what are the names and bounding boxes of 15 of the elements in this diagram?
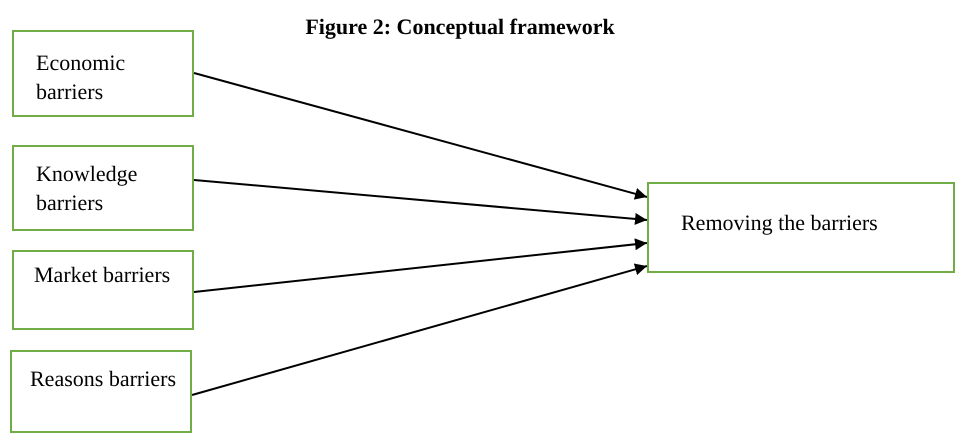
- arrow: [194, 72, 648, 200]
- box-label: Knowledge barriers: [36, 160, 138, 218]
- box-label: Removing the barriers: [681, 209, 879, 237]
- arrow: [194, 238, 648, 293]
- box-label: Market barriers: [34, 261, 172, 289]
- box-label: Economic barriers: [36, 49, 126, 106]
- figure-title: Figure 2: Conceptual framework: [304, 14, 616, 40]
- box-label: Reasons barriers: [30, 365, 178, 393]
- outcome-box: [647, 182, 955, 273]
- factor-box: [12, 30, 194, 117]
- factor-box: [12, 250, 194, 330]
- factor-box: [12, 145, 194, 231]
- factor-box: [10, 350, 192, 433]
- arrow: [192, 264, 648, 396]
- arrow: [194, 179, 648, 225]
